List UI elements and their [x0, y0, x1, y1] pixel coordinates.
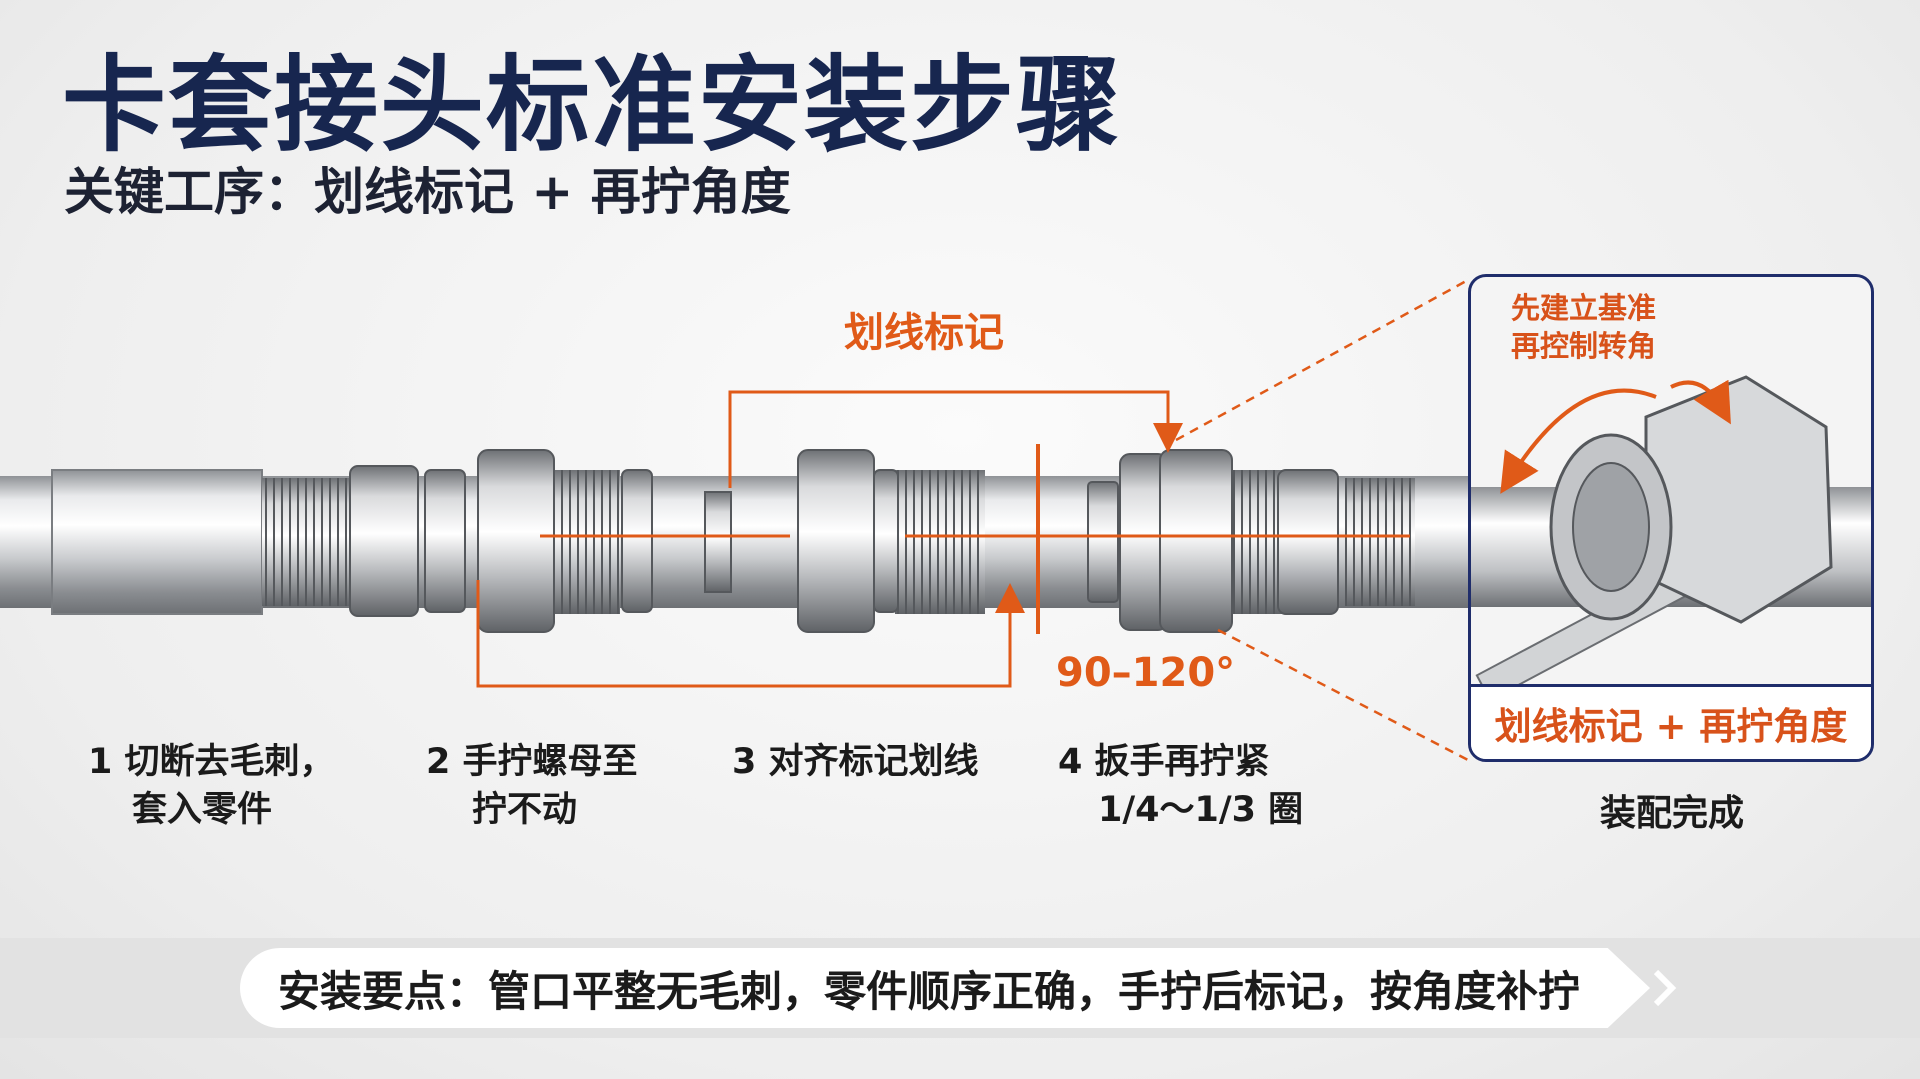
mark-label: 划线标记: [844, 310, 1004, 356]
step-3: 3 对齐标记划线: [732, 738, 979, 786]
hex-nuts: [349, 449, 1339, 633]
step-4: 4 扳手再拧紧 1/4～1/3 圈: [1058, 738, 1303, 834]
step-2-line2: 拧不动: [472, 790, 578, 830]
step-1-line1: 1 切断去毛刺，: [88, 742, 335, 782]
inset-detail: 先建立基准 再控制转角 划线标记 + 再拧角度: [1468, 274, 1874, 762]
step-1-line2: 套入零件: [132, 790, 273, 830]
inset-caption: 划线标记 + 再拧角度: [1471, 684, 1871, 759]
step-1: 1 切断去毛刺， 套入零件: [88, 738, 335, 834]
inset-illustration: [1471, 375, 1871, 702]
mark-lines: [476, 390, 1410, 688]
step-2-line1: 2 手拧螺母至: [426, 742, 638, 782]
inset-note-line2: 再控制转角: [1511, 329, 1657, 363]
step-4-line1: 4 扳手再拧紧: [1058, 742, 1270, 782]
step-4-line2: 1/4～1/3 圈: [1098, 790, 1304, 830]
page-subtitle: 关键工序：划线标记 + 再拧角度: [64, 163, 791, 221]
tip-banner: 安装要点：管口平整无毛刺，零件顺序正确，手拧后标记，按角度补拧: [240, 948, 1650, 1028]
inset-leaders: [1175, 278, 1469, 762]
thread-sections: [262, 470, 1415, 614]
step-3-line1: 3 对齐标记划线: [732, 742, 979, 782]
angle-label: 90–120°: [1056, 650, 1236, 696]
step-2: 2 手拧螺母至 拧不动: [426, 738, 638, 834]
inset-note-line1: 先建立基准: [1511, 291, 1657, 325]
page-title: 卡套接头标准安装步骤: [62, 44, 1123, 166]
pipe-left-sleeve: [51, 469, 263, 615]
inset-note: 先建立基准 再控制转角: [1511, 289, 1656, 365]
chevron-right-icon: [1653, 969, 1677, 1007]
inset-label: 装配完成: [1600, 793, 1745, 834]
